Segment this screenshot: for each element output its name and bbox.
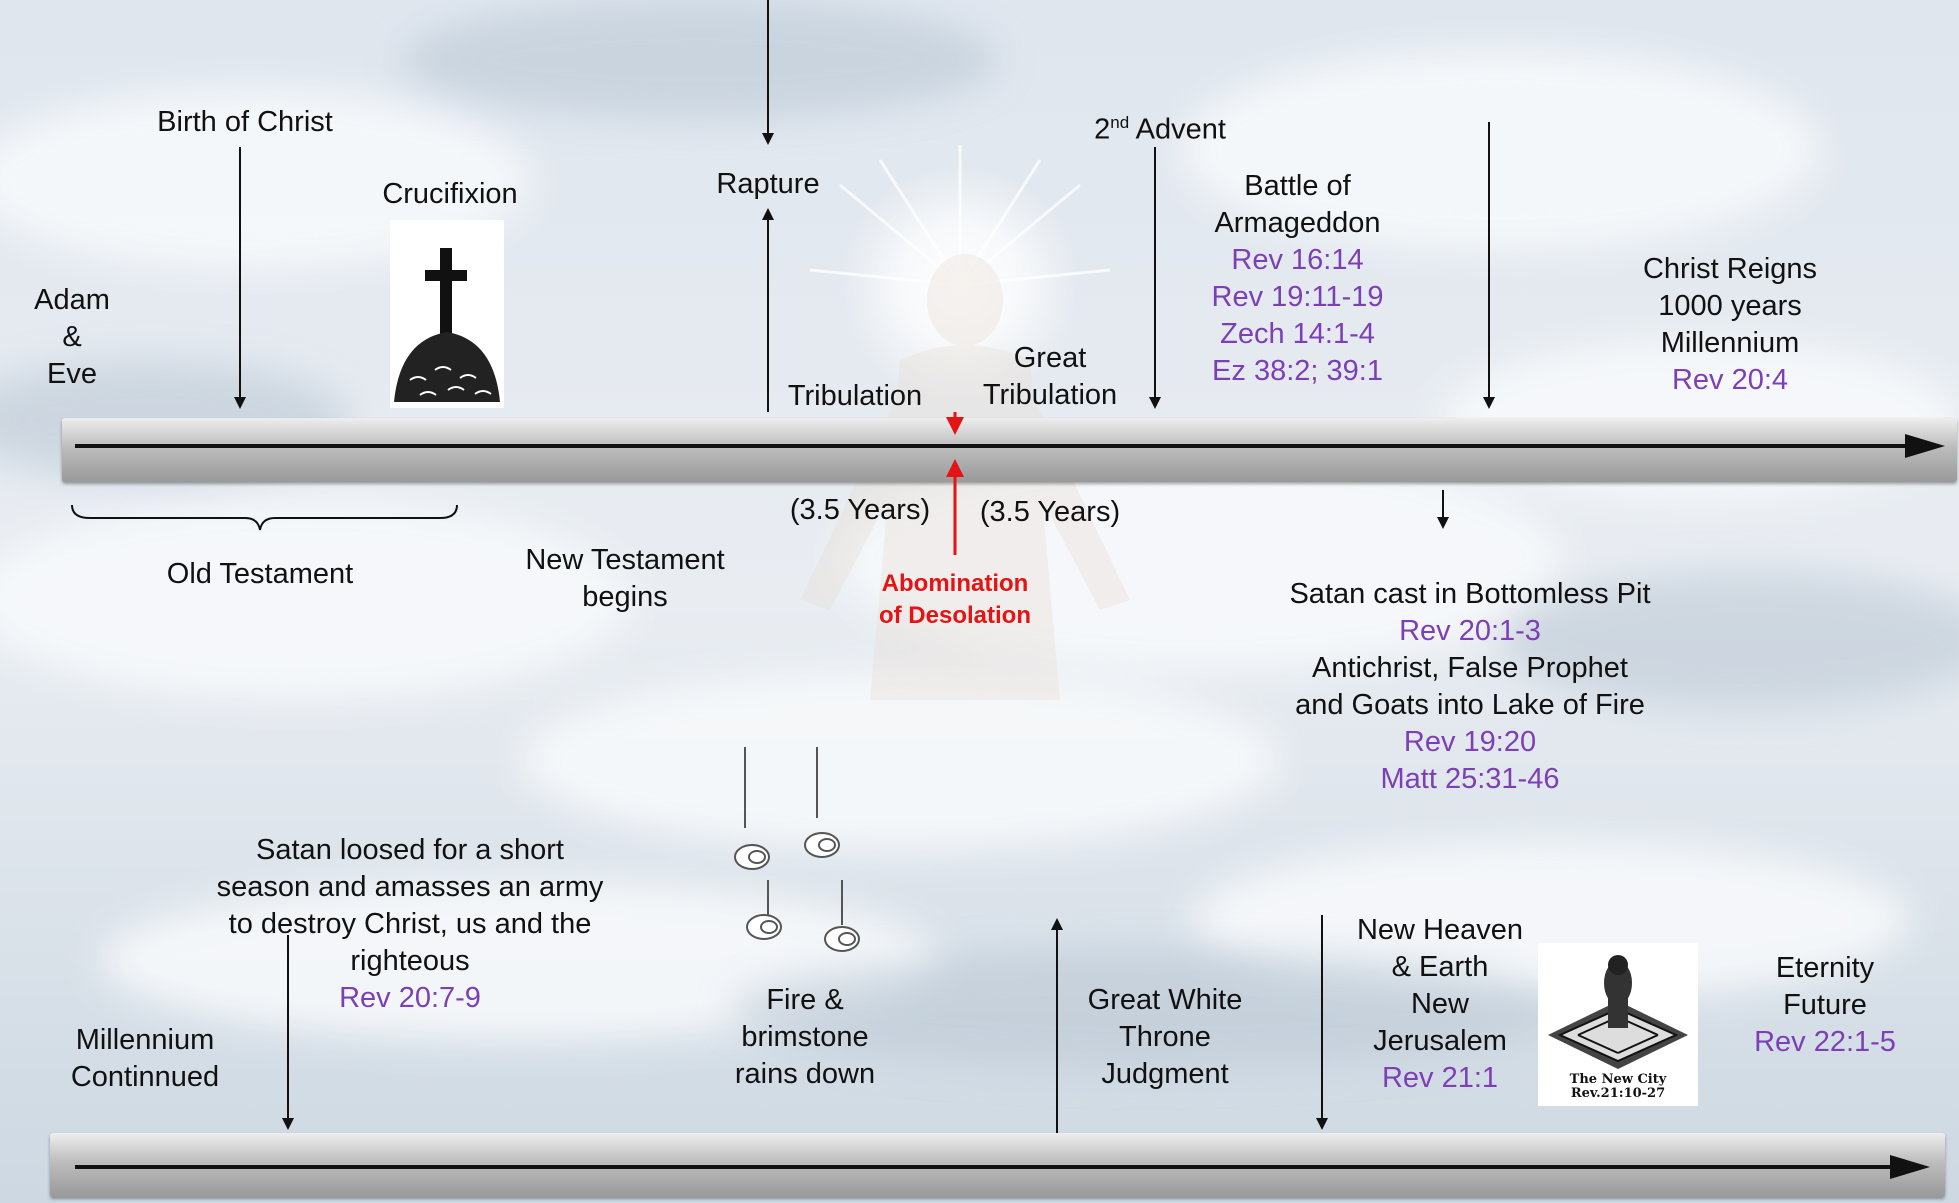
great-tribulation-label: Great Tribulation (982, 342, 1118, 411)
bottom-timeline-arrowhead (1890, 1155, 1930, 1179)
fire-brimstone-label: Fire & brimstone rains down (734, 984, 876, 1090)
armageddon-ref-1: Rev 16:14 (1231, 244, 1364, 276)
new-city-caption: The New City Rev.21:10-27 (1569, 1072, 1667, 1101)
rapture-label: Rapture (716, 168, 820, 200)
armageddon-ref-2: Rev 19:11-19 (1211, 281, 1384, 313)
satan-cast-block: Satan cast in Bottomless Pit Rev 20:1-3 … (1250, 576, 1690, 798)
top-timeline-bar (62, 418, 1957, 482)
old-testament-brace (71, 504, 458, 531)
satan-loosed-block: Satan loosed for a short season and amas… (190, 832, 630, 1017)
armageddon-ref-3: Zech 14:1-4 (1220, 318, 1375, 350)
crucifixion-label: Crucifixion (382, 178, 518, 210)
tribulation-years-label: (3.5 Years) (789, 494, 931, 526)
great-tribulation-years-label: (3.5 Years) (979, 496, 1121, 528)
armageddon-ref-4: Ez 38:2; 39:1 (1212, 355, 1383, 387)
old-testament-label: Old Testament (166, 558, 354, 590)
christ-reigns-ref: Rev 20:4 (1671, 364, 1789, 396)
fire-brimstone-drops (734, 747, 860, 952)
new-testament-label: New Testament begins (525, 544, 725, 613)
satan-loosed-ref: Rev 20:7-9 (339, 982, 481, 1014)
second-advent-label: 2nd Advent (1094, 113, 1226, 146)
abomination-label: Abomination of Desolation (878, 570, 1031, 629)
satan-cast-ref-1: Rev 20:1-3 (1399, 615, 1541, 647)
cross-on-hill-icon (394, 248, 500, 402)
millennium-continued-label: Millennium Continnued (70, 1024, 220, 1093)
adam-eve-label: Adam & Eve (34, 284, 110, 390)
satan-cast-ref-3: Matt 25:31-46 (1380, 763, 1560, 795)
tribulation-label: Tribulation (787, 380, 923, 412)
birth-of-christ-label: Birth of Christ (157, 106, 333, 138)
eternity-ref: Rev 22:1-5 (1754, 1026, 1896, 1058)
armageddon-block: Battle of Armageddon Rev 16:14 Rev 19:11… (1165, 168, 1430, 390)
new-city-image: The New City Rev.21:10-27 (1538, 943, 1698, 1106)
top-timeline-arrowhead (1905, 434, 1945, 458)
new-heaven-ref: Rev 21:1 (1381, 1062, 1499, 1094)
new-heaven-block: New Heaven & Earth New Jerusalem Rev 21:… (1335, 912, 1545, 1097)
great-white-throne-label: Great White Throne Judgment (1087, 984, 1243, 1090)
crucifixion-image (390, 220, 504, 408)
eternity-block: Eternity Future Rev 22:1-5 (1720, 950, 1930, 1061)
satan-cast-ref-2: Rev 19:20 (1403, 726, 1537, 758)
christ-reigns-block: Christ Reigns 1000 years Millennium Rev … (1590, 251, 1870, 399)
new-jerusalem-city-icon (1548, 955, 1688, 1069)
